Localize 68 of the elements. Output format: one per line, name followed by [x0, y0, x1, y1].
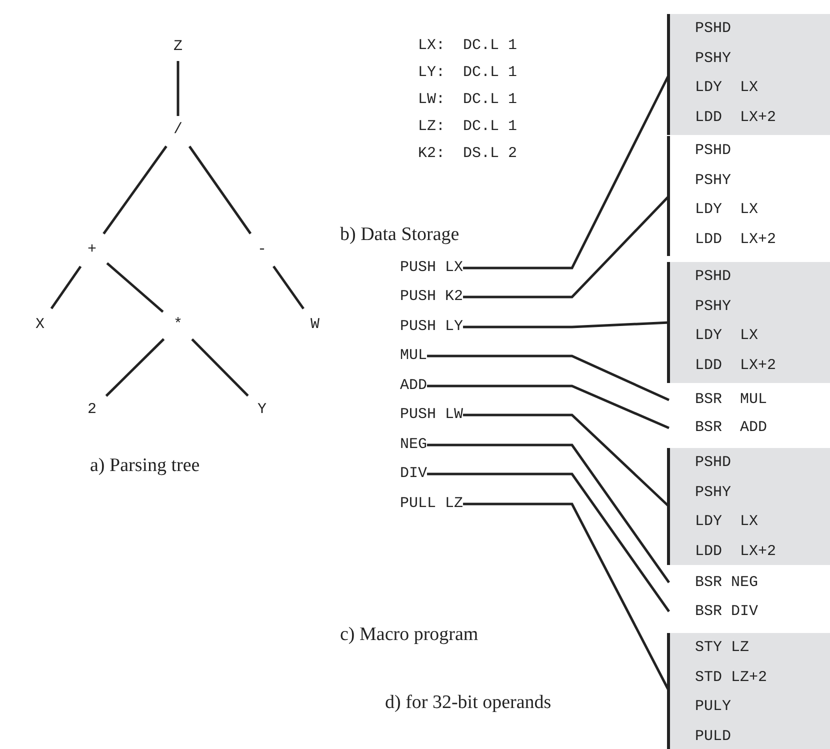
tree-branch: [106, 262, 164, 313]
connector-line: [463, 321, 670, 328]
tree-branch: [188, 146, 252, 234]
code-line: STY LZ: [695, 638, 750, 658]
macro-instruction: ADD: [400, 376, 428, 396]
code-block: [667, 262, 830, 383]
code-line: STD LZ+2: [695, 668, 768, 688]
macro-instruction: MUL: [400, 346, 428, 366]
code-line: PSHD: [695, 453, 732, 473]
tree-node-label: Y: [252, 400, 272, 420]
data-definition: LW: DC.L 1: [418, 91, 518, 108]
tree-branch: [191, 338, 249, 397]
code-line: PSHY: [695, 170, 732, 190]
tree-node-label: +: [82, 240, 102, 260]
code-line: PSHD: [695, 141, 732, 161]
code-line: LDY LX: [695, 78, 760, 98]
tree-branch: [105, 338, 165, 397]
macro-instruction: PULL LZ: [400, 494, 464, 514]
code-line: LDD LX+2: [695, 230, 778, 250]
macro-instruction: DIV: [400, 464, 428, 484]
code-line: LDD LX+2: [695, 542, 778, 562]
tree-node-label: 2: [82, 400, 102, 420]
code-line: PSHY: [695, 48, 732, 68]
tree-node-label: *: [168, 315, 188, 335]
data-definition: K2: DS.L 2: [418, 145, 518, 162]
data-definition: LY: DC.L 1: [418, 64, 518, 81]
macro-instruction: PUSH K2: [400, 287, 464, 307]
tree-node-label: W: [305, 315, 325, 335]
tree-node-label: X: [30, 315, 50, 335]
macro-instruction: PUSH LY: [400, 317, 464, 337]
code-block: [667, 448, 830, 565]
connector-line: [427, 444, 670, 584]
code-line: PSHY: [695, 482, 732, 502]
code-line: LDD LX+2: [695, 356, 778, 376]
tree-node-label: Z: [168, 37, 188, 57]
code-line: PSHD: [695, 19, 732, 39]
data-definition: LZ: DC.L 1: [418, 118, 518, 135]
code-line: PSHY: [695, 296, 732, 316]
code-line: PULD: [695, 726, 732, 746]
macro-instruction: PUSH LX: [400, 258, 464, 278]
data-definition: LX: DC.L 1: [418, 37, 518, 54]
tree-node-label: /: [168, 120, 188, 140]
tree-branch: [50, 266, 82, 310]
panel-caption: a) Parsing tree: [90, 455, 200, 477]
code-line: BSR ADD: [667, 414, 830, 442]
tree-branch: [176, 61, 180, 116]
tree-branch: [102, 146, 168, 234]
panel-caption: b) Data Storage: [340, 224, 460, 246]
macro-instruction: NEG: [400, 435, 428, 455]
code-line: BSR NEG: [667, 568, 830, 597]
code-line: BSR MUL: [667, 386, 830, 414]
tree-branch: [272, 266, 304, 310]
code-line: LDY LX: [695, 512, 760, 532]
code-block: [667, 633, 830, 749]
code-block: [667, 14, 830, 135]
code-line: PULY: [695, 697, 732, 717]
code-line: LDY LX: [695, 200, 760, 220]
code-line: LDD LX+2: [695, 108, 778, 128]
code-line: LDY LX: [695, 326, 760, 346]
tree-node-label: -: [252, 240, 272, 260]
panel-caption: d) for 32-bit operands: [385, 692, 552, 714]
code-line: PSHD: [695, 267, 732, 287]
connector-line: [427, 472, 670, 612]
panel-caption: c) Macro program: [340, 624, 478, 646]
connector-line: [427, 384, 670, 430]
connector-line: [427, 354, 670, 402]
macro-instruction: PUSH LW: [400, 405, 464, 425]
code-line: BSR DIV: [667, 597, 830, 626]
